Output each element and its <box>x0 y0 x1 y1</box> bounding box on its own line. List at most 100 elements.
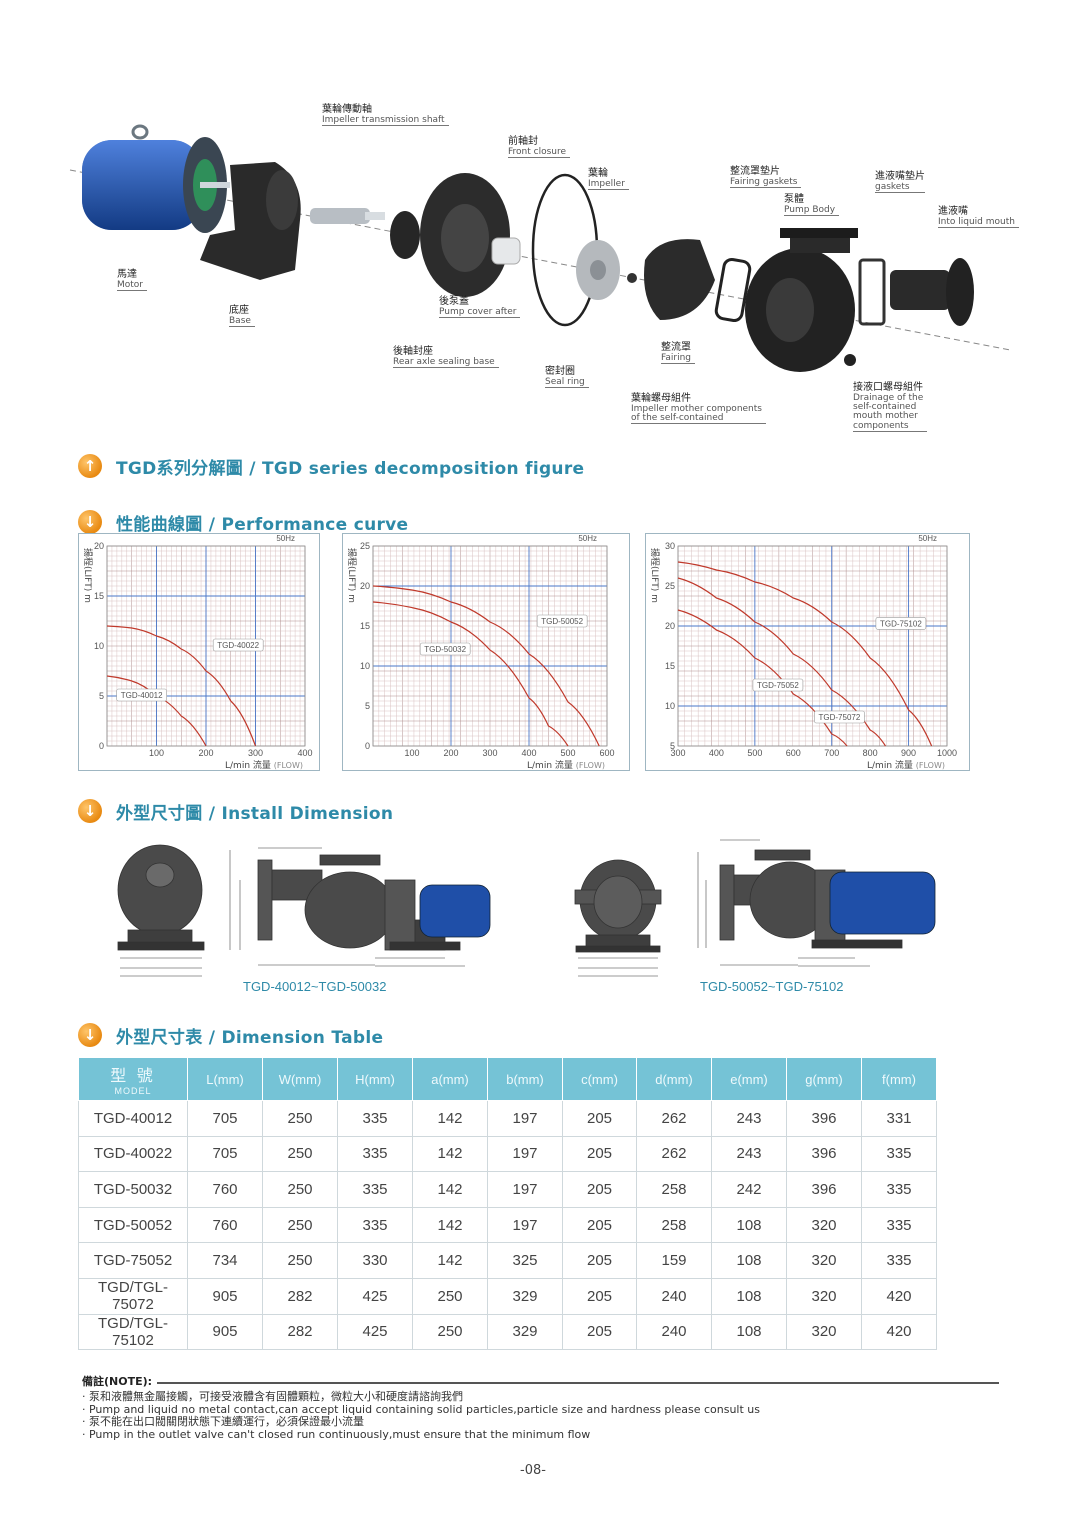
value-cell: 108 <box>711 1206 787 1244</box>
arrow-up-icon: ↑ <box>78 454 102 478</box>
value-cell: 905 <box>187 1277 263 1315</box>
x-tick-label: 400 <box>521 748 536 758</box>
value-cell: 760 <box>187 1206 263 1244</box>
x-tick-label: 300 <box>482 748 497 758</box>
header-cell: a(mm) <box>412 1057 488 1101</box>
series-label-box <box>212 638 264 652</box>
plot-frame <box>372 545 608 747</box>
series-line <box>372 585 600 747</box>
y-axis-label: 揚程(LIFT) m <box>649 548 661 603</box>
note-line-1: · 泵和液體無金屬接觸，可接受液體含有固體顆粒，微粒大小和硬度請諮詢我們 <box>82 1390 463 1403</box>
value-cell: 250 <box>262 1171 338 1208</box>
value-cell: 396 <box>786 1171 862 1208</box>
install-dimension-drawing <box>117 839 936 977</box>
x-tick-label: 400 <box>709 748 724 758</box>
header-cell: L(mm) <box>187 1057 263 1101</box>
value-cell: 396 <box>786 1135 862 1173</box>
series-line <box>677 577 887 747</box>
section-table-title: ↓ 外型尺寸表 / Dimension Table <box>78 1020 383 1050</box>
x-tick-label: 200 <box>198 748 213 758</box>
value-cell: 142 <box>412 1242 488 1279</box>
value-cell: 705 <box>187 1100 263 1137</box>
value-cell: 335 <box>337 1206 413 1244</box>
series-label-box <box>419 642 471 656</box>
y-tick-label: 0 <box>99 741 104 751</box>
model-cell: TGD-50052 <box>78 1206 188 1244</box>
model-cell: TGD/TGL-75072 <box>78 1277 188 1315</box>
y-tick-label: 10 <box>360 661 370 671</box>
value-cell: 282 <box>262 1313 338 1351</box>
grid <box>372 545 608 747</box>
plot-frame <box>677 545 948 747</box>
series-label: TGD-50032 <box>424 645 466 654</box>
value-cell: 243 <box>711 1135 787 1173</box>
shaft-part <box>310 208 385 224</box>
value-cell: 250 <box>262 1206 338 1244</box>
value-cell: 705 <box>187 1135 263 1173</box>
hz-label: 50Hz <box>276 534 295 543</box>
value-cell: 108 <box>711 1242 787 1279</box>
value-cell: 734 <box>187 1242 263 1279</box>
y-tick-label: 25 <box>360 541 370 551</box>
x-tick-label: 600 <box>599 748 614 758</box>
model-cell: TGD/TGL-75102 <box>78 1313 188 1351</box>
value-cell: 330 <box>337 1242 413 1279</box>
value-cell: 197 <box>487 1135 563 1173</box>
note-title: 備註(NOTE): <box>82 1375 153 1388</box>
note-divider <box>157 1382 999 1384</box>
series-label-box <box>116 688 167 702</box>
value-cell: 205 <box>562 1171 637 1208</box>
value-cell: 205 <box>562 1206 637 1244</box>
x-tick-label: 1000 <box>937 748 957 758</box>
front-closure-part <box>491 237 521 265</box>
y-tick-label: 20 <box>94 541 104 551</box>
value-cell: 320 <box>786 1242 862 1279</box>
x-tick-label: 300 <box>670 748 685 758</box>
series-label-box <box>875 617 927 630</box>
header-cell: d(mm) <box>636 1057 712 1101</box>
value-cell: 262 <box>636 1135 712 1173</box>
section-install-title: ↓ 外型尺寸圖 / Install Dimension <box>78 796 393 826</box>
series-line <box>372 601 569 747</box>
x-tick-label: 300 <box>248 748 263 758</box>
value-cell: 335 <box>337 1171 413 1208</box>
value-cell: 329 <box>487 1313 563 1351</box>
y-tick-label: 15 <box>94 591 104 601</box>
value-cell: 240 <box>636 1277 712 1315</box>
value-cell: 320 <box>786 1313 862 1351</box>
x-tick-label: 700 <box>824 748 839 758</box>
page-number: -08- <box>520 1463 546 1478</box>
y-tick-label: 5 <box>670 741 675 751</box>
grid <box>677 545 948 747</box>
value-cell: 142 <box>412 1206 488 1244</box>
value-cell: 320 <box>786 1277 862 1315</box>
value-cell: 420 <box>861 1277 937 1315</box>
pump-body-part <box>745 228 858 372</box>
value-cell: 142 <box>412 1135 488 1173</box>
y-tick-label: 15 <box>665 661 675 671</box>
series-label: TGD-75072 <box>819 713 861 722</box>
value-cell: 250 <box>262 1242 338 1279</box>
value-cell: 142 <box>412 1171 488 1208</box>
model-cell: TGD-75052 <box>78 1242 188 1279</box>
note-line-2: · Pump and liquid no metal contact,can a… <box>82 1403 760 1416</box>
header-cell: e(mm) <box>711 1057 787 1101</box>
